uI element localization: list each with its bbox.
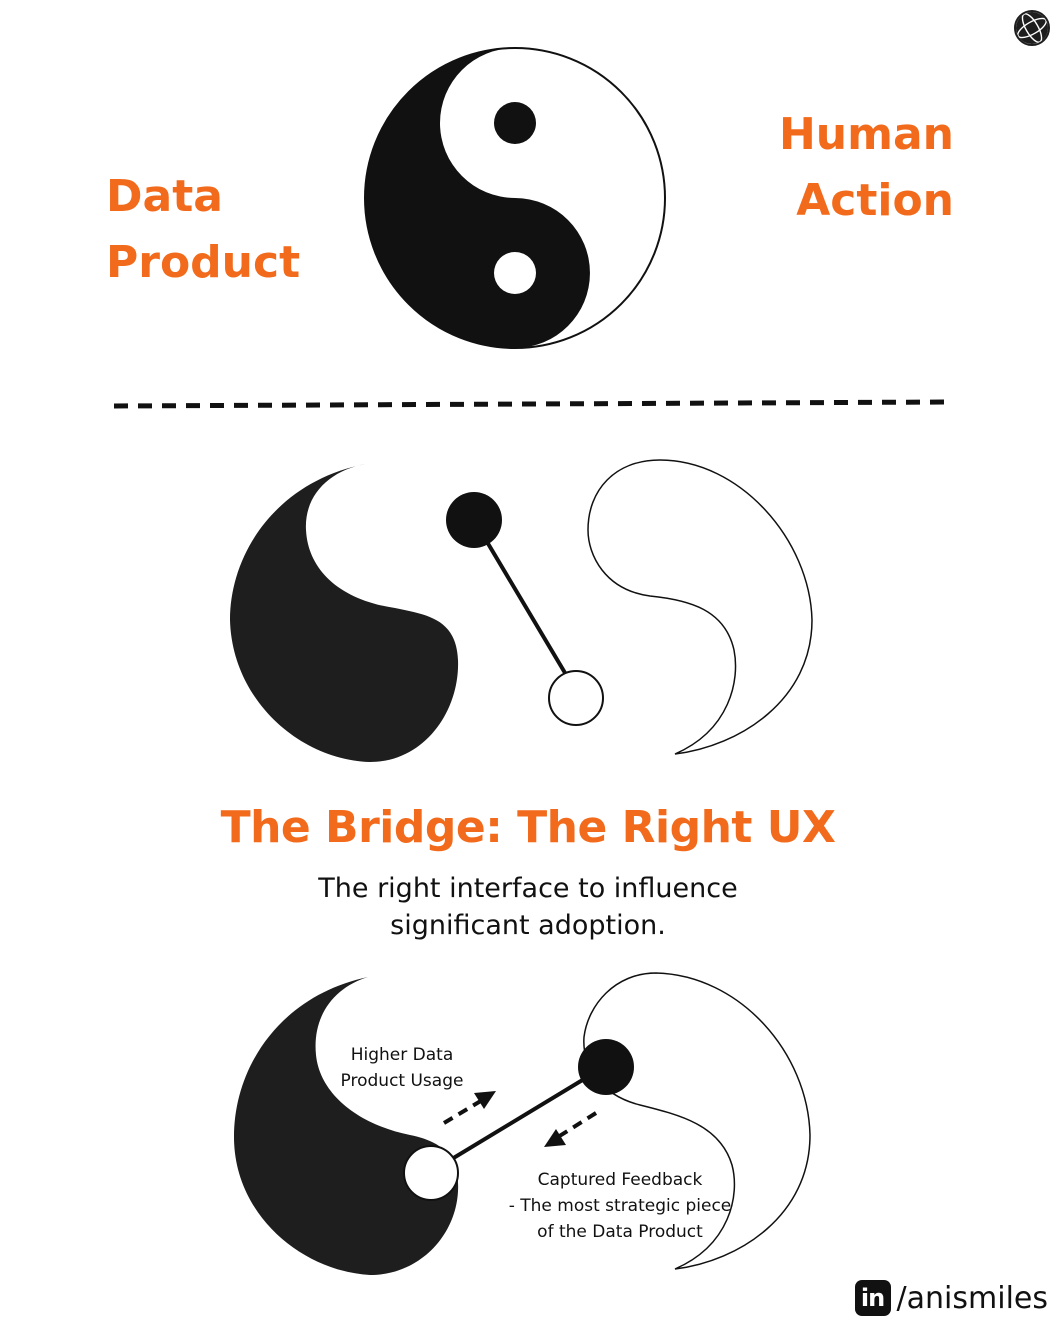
- usage-annotation: Higher Data Product Usage: [322, 1042, 482, 1094]
- human-action-label: Human Action: [779, 102, 954, 234]
- connector-black-dot: [578, 1039, 634, 1095]
- white-half-shape: [583, 972, 811, 1270]
- data-product-label: Data Product: [106, 164, 300, 296]
- human-action-label-line: Action: [796, 175, 954, 226]
- annotation-line: Higher Data: [350, 1045, 454, 1065]
- arrow-up-right-icon: [442, 1091, 496, 1125]
- subtitle-line: significant adoption.: [390, 910, 666, 941]
- connector-line: [472, 518, 576, 690]
- annotation-line: Captured Feedback: [537, 1170, 703, 1190]
- connector-white-dot: [403, 1145, 459, 1201]
- bridge-heading: The Bridge: The Right UX: [220, 802, 836, 853]
- annotation-line: of the Data Product: [537, 1222, 703, 1242]
- footer-handle: /anismiles: [896, 1280, 1048, 1316]
- bridge-subtitle: The right interface to influence signifi…: [0, 870, 1056, 944]
- arrow-down-left-icon: [544, 1111, 598, 1147]
- globe-icon: [1014, 10, 1050, 46]
- white-half-shape: [587, 459, 813, 755]
- annotation-line: Product Usage: [340, 1071, 464, 1091]
- yin-yang-icon: [364, 47, 666, 349]
- linkedin-icon: in: [854, 1280, 891, 1316]
- separated-halves-diagram: [230, 459, 813, 762]
- dashed-divider: [113, 399, 947, 409]
- feedback-annotation: Captured Feedback - The most strategic p…: [496, 1167, 744, 1245]
- footer-handle-link[interactable]: in /anismiles: [854, 1280, 1048, 1316]
- connector-black-dot: [446, 492, 502, 548]
- human-action-label-line: Human: [778, 109, 954, 160]
- data-product-label-line: Product: [106, 237, 301, 288]
- black-half-shape: [230, 464, 459, 762]
- data-product-label-line: Data: [106, 171, 223, 222]
- subtitle-line: The right interface to influence: [318, 873, 738, 904]
- connector-line: [430, 1065, 606, 1173]
- black-half-shape: [234, 977, 459, 1275]
- connected-halves-diagram: [234, 972, 811, 1275]
- connector-white-dot: [548, 670, 604, 726]
- annotation-line: - The most strategic piece: [508, 1196, 732, 1216]
